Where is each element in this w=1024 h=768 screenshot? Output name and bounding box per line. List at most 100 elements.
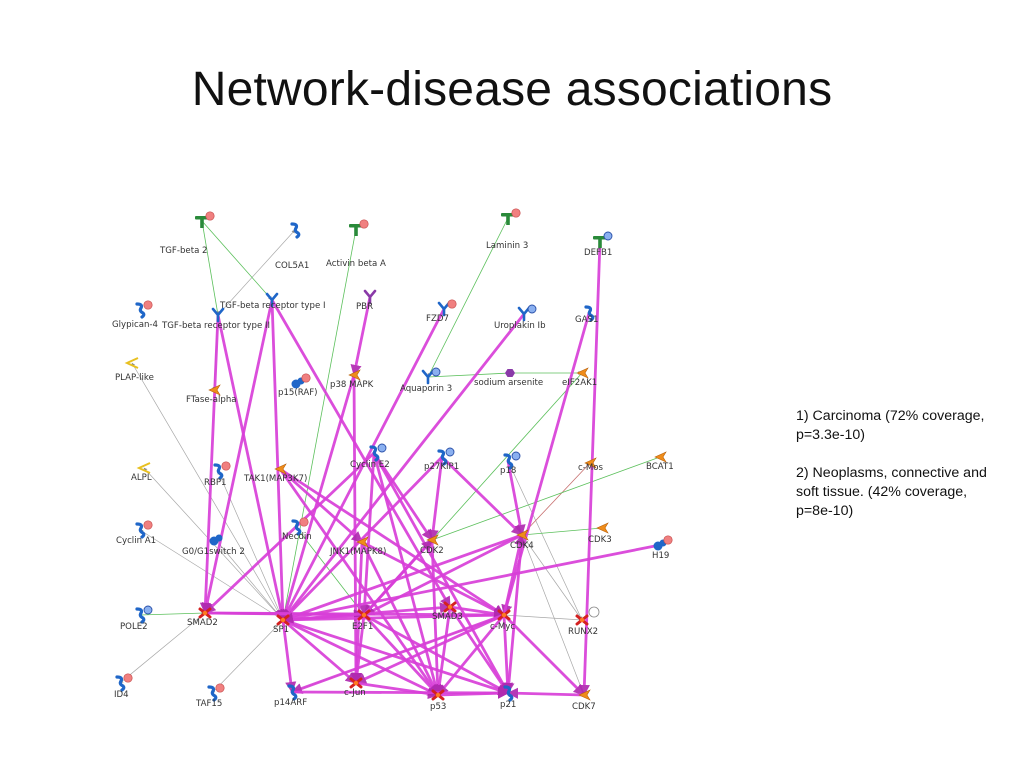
red-marker-icon xyxy=(221,461,231,471)
node-jnk1: JNK1(MAPK8) xyxy=(329,536,386,557)
blue-hook-icon xyxy=(135,302,146,319)
node-label: Glypican-4 xyxy=(112,320,158,330)
node-tgfbr1: TGF-beta receptor type I xyxy=(219,292,326,311)
node-sp1: SP1 xyxy=(273,614,290,635)
edge-cmyc-to-p14arf xyxy=(290,613,506,694)
edge-sp1-to-cyclina1 xyxy=(139,529,284,621)
node-label: Laminin 3 xyxy=(486,241,528,251)
node-pbr: PBR xyxy=(356,289,377,312)
node-smad2: SMAD2 xyxy=(187,607,218,628)
node-label: TAK1(MAP3K7) xyxy=(243,474,307,484)
association-neoplasms: 2) Neoplasms, connective and soft tissue… xyxy=(796,465,987,519)
node-rbp1: RBP1 xyxy=(204,461,231,488)
blue-marker-icon xyxy=(431,367,441,377)
node-smad3: SMAD3 xyxy=(432,601,463,622)
node-cdk2: CDK2 xyxy=(420,534,444,556)
node-label: TAF15 xyxy=(195,699,222,709)
edge-p18-to-runx2 xyxy=(507,460,583,621)
edge-e2f1-to-p21 xyxy=(362,613,510,695)
node-label: G0/G1switch 2 xyxy=(182,547,245,557)
edge-p27kip1-to-sp1 xyxy=(281,455,444,622)
node-gas1: GAS1 xyxy=(575,305,598,325)
node-label: CDK7 xyxy=(572,702,596,712)
edge-tgfbr2-to-col5a1 xyxy=(217,229,296,316)
node-taf15: TAF15 xyxy=(195,683,225,709)
node-label: c-Myc xyxy=(490,622,515,632)
edge-cdk4-to-sp1 xyxy=(281,533,524,622)
blue-receptor-icon xyxy=(421,369,435,385)
node-pole2: POLE2 xyxy=(120,605,153,632)
node-label: GAS1 xyxy=(575,315,598,325)
edge-layer xyxy=(119,217,662,700)
green-tee-icon xyxy=(349,224,363,236)
node-label: FTase-alpha xyxy=(186,395,237,405)
blue-hook-icon xyxy=(291,519,302,536)
orange-chevron-icon xyxy=(596,522,609,534)
red-x-icon xyxy=(443,601,457,613)
node-g0g1switch2: G0/G1switch 2 xyxy=(182,534,245,557)
node-label: Aquaporin 3 xyxy=(400,384,452,394)
edge-jnk1-to-cmyc xyxy=(360,540,506,617)
node-necdin: Necdin xyxy=(282,517,312,542)
node-label: RUNX2 xyxy=(568,627,598,637)
edge-sp1-to-g0g1switch2 xyxy=(215,539,284,621)
node-label: p38 MAPK xyxy=(330,380,374,390)
edge-cmos-to-cdk4 xyxy=(521,462,591,536)
edge-sp1-to-taf15 xyxy=(211,619,284,694)
edge-p27kip1-to-cdk4 xyxy=(440,455,524,537)
disease-associations: 1) Carcinoma (72% coverage, p=3.3e-10) 2… xyxy=(796,407,996,540)
node-uroplakin: Uroplakin Ib xyxy=(494,304,546,331)
edge-sp1-to-p14arf xyxy=(281,618,297,694)
orange-chevron-icon xyxy=(208,384,221,396)
blue-marker-icon xyxy=(143,605,153,615)
edge-e2f1-to-cjun xyxy=(351,613,366,685)
edge-tgfbr2-to-smad2 xyxy=(199,313,220,615)
node-label: E2F1 xyxy=(352,622,373,632)
node-bcat1: BCAT1 xyxy=(646,451,674,472)
edge-sp1-to-cmyc xyxy=(281,609,506,622)
red-x-icon xyxy=(198,607,212,619)
node-p18: p18 xyxy=(500,451,521,476)
node-p14arf: p14ARF xyxy=(274,684,307,708)
red-x-icon xyxy=(276,614,290,626)
edge-cmyc-to-runx2 xyxy=(503,614,583,622)
node-arsenite: sodium arsenite xyxy=(474,369,543,388)
node-alpl: ALPL xyxy=(131,462,152,483)
edge-activinb-to-sp1 xyxy=(281,228,357,621)
edge-sp1-to-plaplike xyxy=(131,362,284,621)
edge-e2f1-to-p53 xyxy=(362,613,440,697)
edge-uroplakin-to-sp1 xyxy=(281,312,526,622)
blue-receptor-icon xyxy=(265,292,279,308)
node-label: p21 xyxy=(500,700,516,710)
blue-marker-icon xyxy=(511,451,521,461)
node-cmyc: c-Myc xyxy=(490,609,515,632)
node-cjun: c-Jun xyxy=(344,677,366,698)
node-label: c-Jun xyxy=(344,688,366,698)
blue-hook-icon xyxy=(503,685,514,702)
node-p38: p38 MAPK xyxy=(330,369,374,390)
node-label: JNK1(MAPK8) xyxy=(329,547,386,557)
node-label: RBP1 xyxy=(204,478,227,488)
edge-tak1-to-cmyc xyxy=(278,467,506,617)
blue-hook-icon xyxy=(290,222,301,239)
edge-p27kip1-to-cdk2 xyxy=(427,455,444,542)
node-p53: p53 xyxy=(430,689,446,712)
node-label: CDK4 xyxy=(510,541,534,551)
node-cdk4: CDK4 xyxy=(510,529,534,551)
orange-chevron-icon xyxy=(426,534,439,546)
edge-smad3-to-cmyc xyxy=(448,605,506,620)
node-label: PBR xyxy=(356,302,373,312)
node-label: CDK2 xyxy=(420,546,444,556)
node-label: Cyclin A1 xyxy=(116,536,156,546)
green-tee-icon xyxy=(195,216,209,228)
node-label: Uroplakin Ib xyxy=(494,321,546,331)
orange-chevron-icon xyxy=(348,369,361,381)
node-glypican4: Glypican-4 xyxy=(112,300,158,330)
blue-hook-icon xyxy=(207,685,218,702)
node-label: ALPL xyxy=(131,473,152,483)
edge-cmyc-to-cjun xyxy=(354,613,506,685)
node-label: p14ARF xyxy=(274,698,307,708)
red-marker-icon xyxy=(123,673,133,683)
node-label: TGF-beta 2 xyxy=(159,246,208,256)
red-marker-icon xyxy=(215,683,225,693)
